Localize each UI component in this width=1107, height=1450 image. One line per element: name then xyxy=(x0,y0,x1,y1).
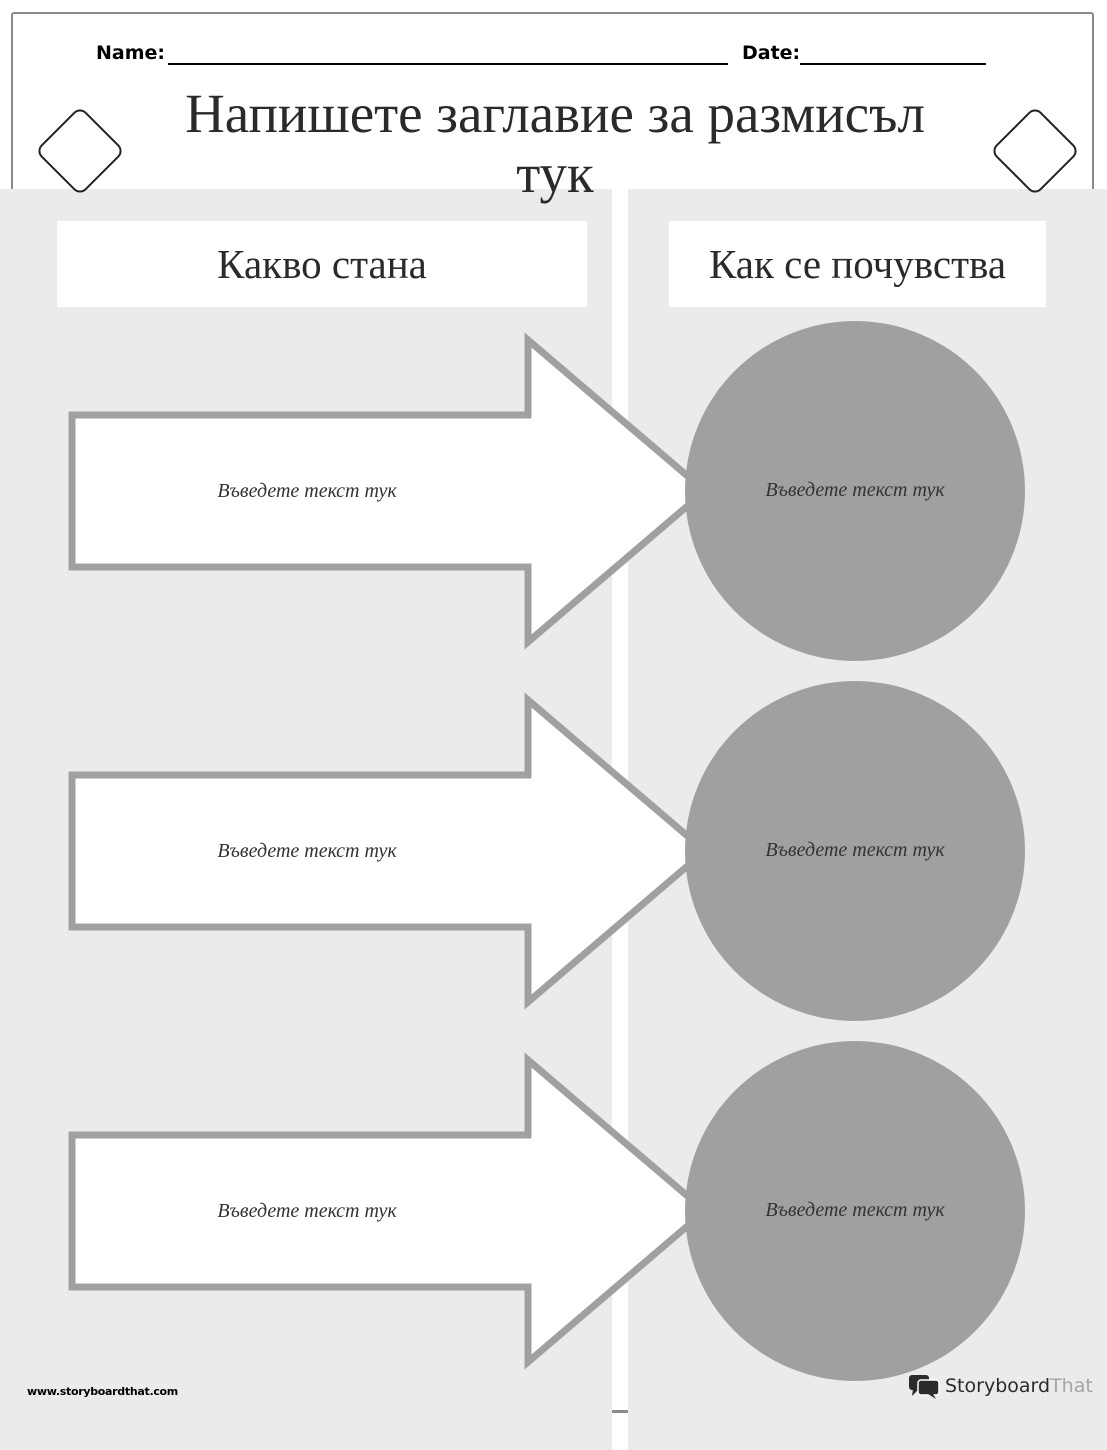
feeling-text-2[interactable]: Въведете текст тук xyxy=(765,839,945,861)
name-field[interactable] xyxy=(168,63,728,65)
name-label: Name: xyxy=(96,42,166,64)
brand-name-part1: Storyboard xyxy=(945,1375,1051,1397)
event-text-1[interactable]: Въведете текст тук xyxy=(217,480,397,502)
left-diamond-icon xyxy=(38,109,122,193)
speech-bubble-icon xyxy=(909,1375,940,1399)
arrow-shape-1 xyxy=(68,332,711,650)
bottom-divider xyxy=(612,1411,628,1413)
feeling-circle-2 xyxy=(685,681,1025,1021)
event-text-2[interactable]: Въведете текст тук xyxy=(217,840,397,862)
page-title[interactable]: Напишете заглавие за размисъл тук xyxy=(185,83,925,204)
feeling-circle-1 xyxy=(685,321,1025,661)
left-column-heading[interactable]: Какво стана xyxy=(57,221,587,307)
date-label: Date: xyxy=(742,42,801,64)
right-column-heading[interactable]: Как се почувства xyxy=(669,221,1046,307)
right-diamond-icon xyxy=(993,109,1077,193)
event-text-3[interactable]: Въведете текст тук xyxy=(217,1200,397,1222)
date-field[interactable] xyxy=(800,63,986,65)
feeling-text-3[interactable]: Въведете текст тук xyxy=(765,1199,945,1221)
footer-url: www.storyboardthat.com xyxy=(27,1385,178,1398)
name-date-row: Name: Date: xyxy=(96,42,996,68)
brand-name-part2: That xyxy=(1050,1375,1093,1397)
arrow-shape-2 xyxy=(68,692,711,1010)
arrow-shape-3 xyxy=(68,1052,711,1370)
feeling-text-1[interactable]: Въведете текст тук xyxy=(765,479,945,501)
feeling-circle-3 xyxy=(685,1041,1025,1381)
